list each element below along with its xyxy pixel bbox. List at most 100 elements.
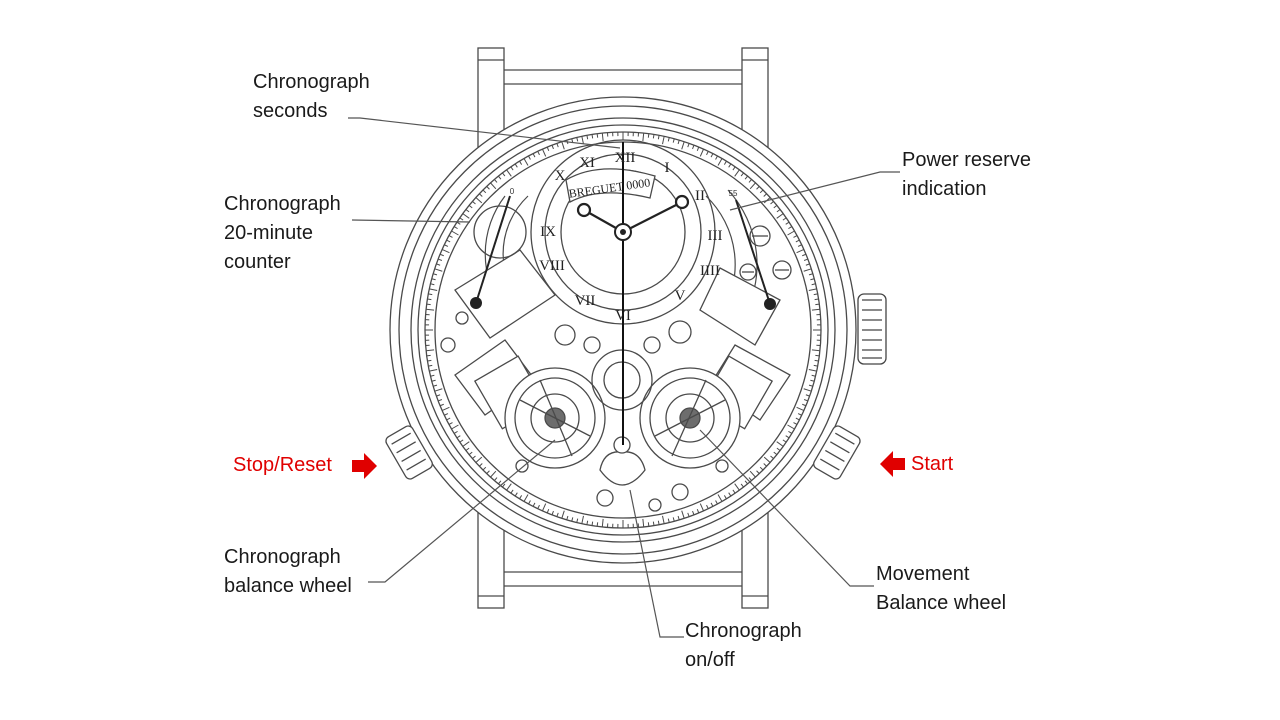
minute-tick [672, 138, 675, 143]
minute-tick [756, 470, 760, 474]
minute-tick [728, 492, 732, 497]
stop-reset-arrow-icon [352, 453, 377, 479]
minute-tick [465, 209, 470, 213]
minute-tick [740, 172, 744, 177]
minute-tick [642, 518, 645, 527]
minute-tick [647, 133, 650, 138]
minute-tick [472, 455, 476, 459]
minute-tick [723, 495, 727, 500]
leader-chrono-seconds [348, 117, 621, 149]
minute-tick [502, 172, 506, 177]
minute-tick [532, 153, 536, 158]
numeral-x: X [555, 168, 566, 184]
minute-tick [546, 146, 550, 151]
minute-tick [444, 244, 449, 247]
minute-tick [468, 451, 473, 455]
minute-tick [551, 510, 554, 516]
minute-tick [763, 463, 767, 467]
minute-tick [805, 263, 810, 266]
minute-tick [657, 135, 660, 140]
minute-tick [773, 205, 778, 209]
minute-tick [803, 388, 812, 392]
label-line: Balance wheel [876, 592, 1007, 614]
minute-tick [433, 273, 438, 276]
minute-tick [434, 388, 443, 392]
minute-tick [810, 379, 815, 382]
minute-tick [456, 221, 461, 225]
minute-tick [556, 143, 559, 148]
minute-tick [490, 470, 497, 478]
subdial-numbers: 0 55 [510, 187, 738, 198]
minute-tick [797, 244, 802, 247]
minute-tick [773, 451, 778, 455]
minute-tick [490, 182, 497, 190]
minute-tick [437, 258, 443, 261]
minute-tick [699, 503, 704, 512]
label-line: Chronograph [224, 193, 341, 215]
minute-tick [805, 394, 810, 397]
hour-minute-hands [576, 194, 690, 233]
minute-tick [510, 166, 514, 171]
minute-tick [692, 510, 695, 516]
numeral-xii: XII [615, 150, 636, 166]
minute-tick [748, 179, 752, 183]
minute-tick [782, 217, 787, 221]
numeral-vi: VI [615, 308, 631, 324]
minute-tick [459, 439, 464, 443]
minute-tick [815, 354, 820, 357]
pusher-arrows [352, 451, 905, 479]
minute-tick [498, 480, 502, 485]
minute-track [425, 132, 821, 528]
subdial-number: 55 [729, 189, 738, 198]
minute-tick [811, 308, 820, 311]
minute-tick [542, 503, 547, 512]
minute-tick [692, 144, 695, 150]
minute-tick [441, 249, 450, 254]
minute-tick [808, 273, 813, 276]
minute-tick [662, 515, 665, 524]
minute-tick [652, 521, 655, 526]
minute-tick [715, 500, 718, 505]
minute-tick [430, 374, 435, 377]
minute-tick [797, 413, 802, 416]
minute-tick [744, 480, 748, 485]
minute-tick [763, 456, 771, 463]
label-power-reserve: Power reserve indication [902, 146, 1031, 204]
minute-tick [687, 143, 690, 148]
minute-tick [448, 235, 453, 238]
minute-tick [759, 189, 764, 194]
minute-tick [814, 359, 819, 362]
minute-tick [734, 169, 740, 177]
label-line: counter [224, 251, 291, 273]
minute-tick [427, 298, 432, 301]
start-arrow-icon [880, 451, 905, 477]
minute-tick [756, 186, 760, 190]
movement-balance-wheel-icon [639, 367, 741, 469]
upper-bridges [440, 205, 792, 354]
minute-tick [811, 349, 820, 352]
minute-tick [462, 441, 470, 447]
minute-tick [728, 163, 732, 168]
minute-tick [523, 158, 529, 166]
minute-tick [699, 148, 704, 157]
minute-tick [591, 521, 594, 526]
minute-tick [444, 413, 449, 416]
minute-tick [448, 422, 453, 425]
minute-tick [596, 522, 599, 527]
minute-tick [647, 522, 650, 527]
minute-tick [482, 466, 487, 471]
minute-tick [788, 430, 793, 434]
minute-tick [439, 253, 444, 257]
numeral-v: V [675, 288, 686, 304]
minute-tick [459, 217, 464, 221]
label-line: 20-minute [224, 222, 313, 244]
left-pusher-icon [385, 425, 433, 480]
brand-plaque [565, 168, 656, 203]
minute-tick [681, 510, 685, 519]
subdial-hands [475, 195, 771, 305]
minute-tick [667, 518, 670, 523]
leader-chrono-balance [368, 439, 556, 583]
minute-tick [662, 136, 665, 145]
